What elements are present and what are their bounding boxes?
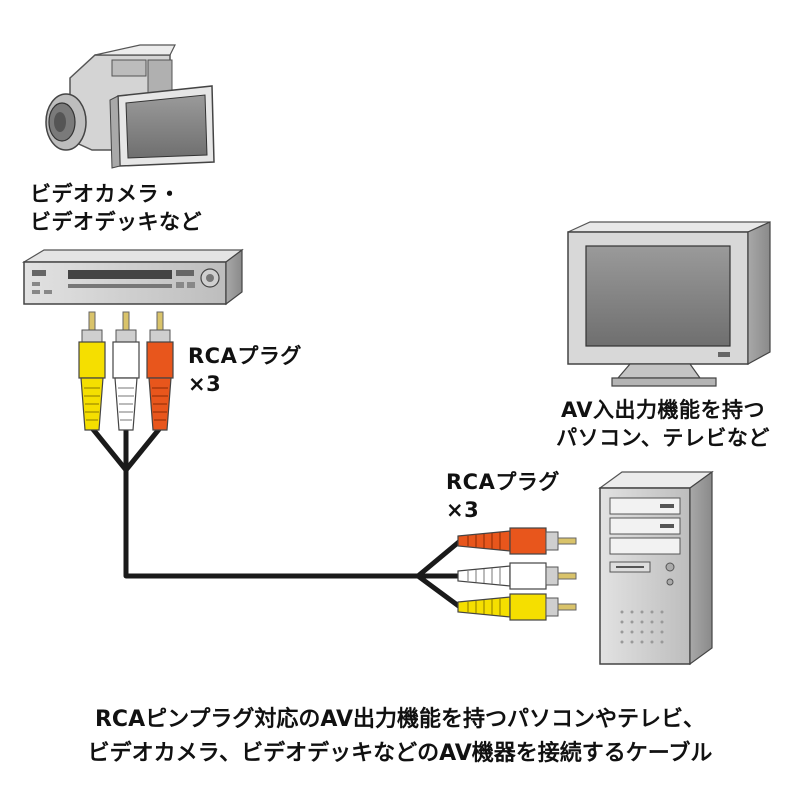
rca-plug-right-red bbox=[457, 527, 577, 555]
video-camera-icon bbox=[45, 44, 215, 169]
rca-right-label: RCAプラグ ×3 bbox=[446, 468, 560, 524]
caption-line1: RCAピンプラグ対応のAV出力機能を持つパソコンやテレビ、 bbox=[94, 707, 705, 732]
camera-label-line2: ビデオデッキなど bbox=[30, 210, 202, 234]
camera-deck-label: ビデオカメラ・ ビデオデッキなど bbox=[30, 180, 202, 236]
rca-plug-right-white bbox=[457, 562, 577, 590]
tv-pc-label: AV入出力機能を持つ パソコン、テレビなど bbox=[538, 396, 788, 452]
caption: RCAピンプラグ対応のAV出力機能を持つパソコンやテレビ、 ビデオカメラ、ビデオ… bbox=[0, 703, 800, 771]
camera-label-line1: ビデオカメラ・ bbox=[30, 182, 181, 206]
pc-tower-icon bbox=[598, 470, 714, 666]
tv-label-line2: パソコン、テレビなど bbox=[556, 426, 770, 450]
rca-plug-left-white bbox=[112, 311, 140, 431]
tv-label-line1: AV入出力機能を持つ bbox=[560, 398, 766, 422]
rca-plug-left-yellow bbox=[78, 311, 106, 431]
av-cable bbox=[89, 425, 463, 610]
rca-right-label-line1: RCAプラグ bbox=[446, 470, 560, 494]
tv-monitor-icon bbox=[567, 221, 771, 387]
video-deck-icon bbox=[21, 248, 244, 306]
rca-right-label-line2: ×3 bbox=[446, 498, 480, 522]
rca-plug-left-red bbox=[146, 311, 174, 431]
rca-left-label-line2: ×3 bbox=[188, 372, 222, 396]
rca-plug-right-yellow bbox=[457, 593, 577, 621]
caption-line2: ビデオカメラ、ビデオデッキなどのAV機器を接続するケーブル bbox=[87, 741, 713, 766]
rca-left-label-line1: RCAプラグ bbox=[188, 344, 302, 368]
rca-left-label: RCAプラグ ×3 bbox=[188, 342, 302, 398]
